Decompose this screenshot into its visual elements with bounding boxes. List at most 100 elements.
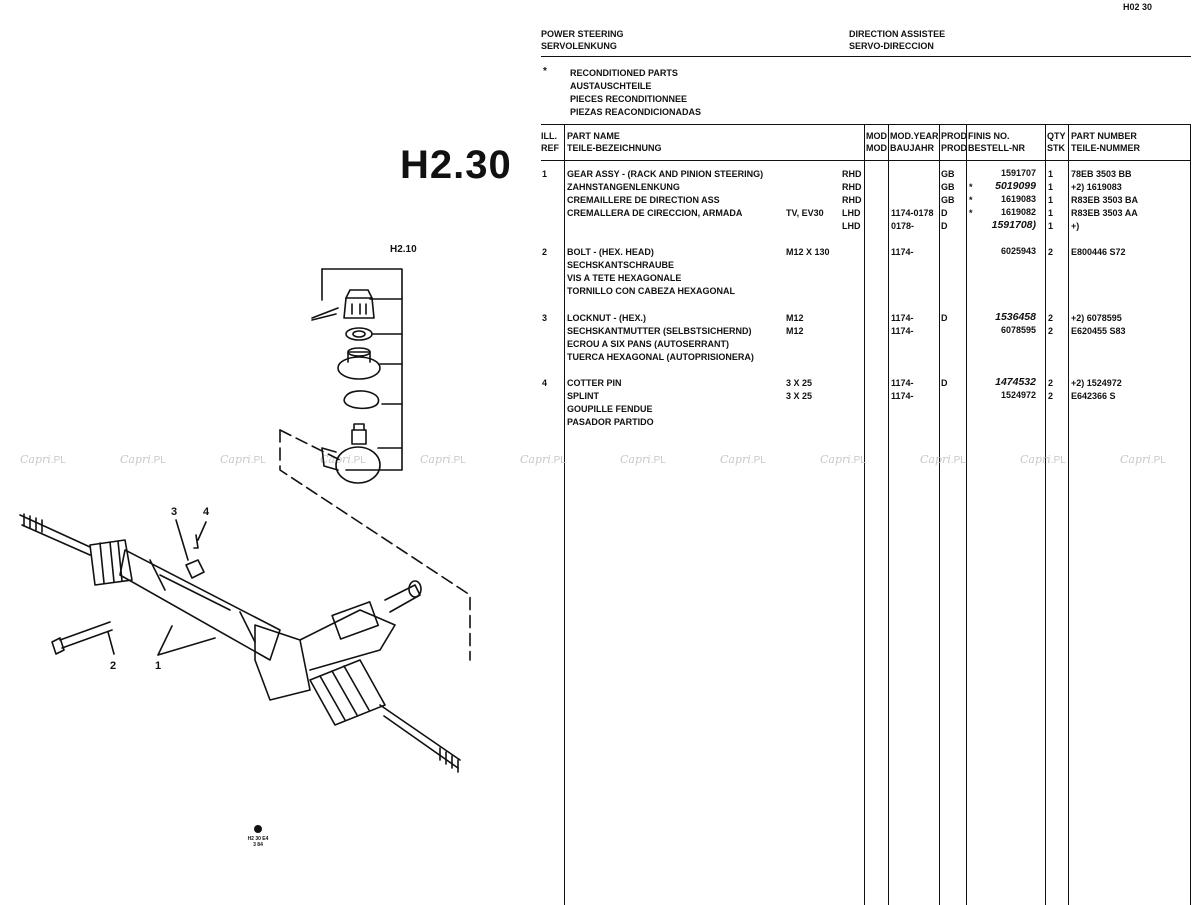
part-drive-side: LHD <box>842 208 861 218</box>
part-drive-side: RHD <box>842 182 862 192</box>
col-part-name-en: PART NAME <box>567 131 620 141</box>
part-spec: TV, EV30 <box>786 208 824 218</box>
watermark-script: Capri <box>820 453 851 466</box>
figure-footer-line-2: 3 84 <box>253 842 263 848</box>
figure-footer-line-1: H2 30 E4 <box>247 836 269 842</box>
part-number: E642366 S <box>1071 391 1116 401</box>
reconditioned-star: * <box>969 195 973 205</box>
watermark-script: Capri <box>520 453 551 466</box>
col-ill-ref-en: ILL. <box>541 131 557 141</box>
col-divider <box>1190 125 1191 905</box>
part-name-line: VIS A TETE HEXAGONALE <box>567 273 682 283</box>
part-number: +2) 6078595 <box>1071 313 1122 323</box>
col-prod: PROD PROD <box>941 130 967 154</box>
part-finis-number: 5019099 <box>995 180 1036 192</box>
part-drive-side: RHD <box>842 169 862 179</box>
part-name-line: SECHSKANTMUTTER (SELBSTSICHERND) <box>567 326 752 336</box>
ball-joint-stud <box>351 429 367 445</box>
table-top-rule <box>541 124 1191 125</box>
part-number: E620455 S83 <box>1071 326 1126 336</box>
col-mod-year-de: BAUJAHR <box>890 143 935 153</box>
watermark-suffix: .PL <box>1050 455 1066 466</box>
watermark: Capri.PL <box>820 453 866 466</box>
part-name-line: TORNILLO CON CABEZA HEXAGONAL <box>567 286 735 296</box>
recon-line-de: AUSTAUSCHTEILE <box>570 81 652 91</box>
tie-rod-left <box>19 514 91 548</box>
title-en-de: POWER STEERING SERVOLENKUNG <box>541 28 624 52</box>
title-de: SERVOLENKUNG <box>541 41 617 51</box>
watermark: Capri.PL <box>1020 453 1066 466</box>
part-name-line: SECHSKANTSCHRAUBE <box>567 260 675 270</box>
part-prod: GB <box>941 182 955 192</box>
watermark-script: Capri <box>20 453 51 466</box>
part-qty: 1 <box>1048 208 1054 218</box>
part-name-line: BOLT - (HEX. HEAD) <box>567 247 654 257</box>
watermark-script: Capri <box>920 453 951 466</box>
reconditioned-star: * <box>969 182 973 192</box>
part-finis-number: 1524972 <box>1000 390 1036 400</box>
part-qty: 2 <box>1048 378 1054 388</box>
seal-shape <box>337 356 381 380</box>
part-ref: 2 <box>542 247 548 257</box>
part-drive-side: RHD <box>842 195 862 205</box>
part-spec: M12 <box>786 313 804 323</box>
col-part-name: PART NAME TEILE-BEZEICHNUNG <box>567 130 662 154</box>
watermark: Capri.PL <box>920 453 966 466</box>
watermark-suffix: .PL <box>50 455 66 466</box>
watermark-script: Capri <box>1020 453 1051 466</box>
part-name-line: PASADOR PARTIDO <box>567 417 654 427</box>
watermark-suffix: .PL <box>450 455 466 466</box>
watermark-suffix: .PL <box>750 455 766 466</box>
watermark: Capri.PL <box>420 453 466 466</box>
watermark-suffix: .PL <box>350 455 366 466</box>
watermark-script: Capri <box>720 453 751 466</box>
col-prod-en: PROD <box>941 131 968 141</box>
reconditioned-legend: RECONDITIONED PARTS AUSTAUSCHTEILE PIECE… <box>570 67 701 119</box>
watermark-suffix: .PL <box>850 455 866 466</box>
recon-line-en: RECONDITIONED PARTS <box>570 68 678 78</box>
part-mod-year: 1174-0178 <box>891 208 934 218</box>
col-finis: FINIS NO. BESTELL-NR <box>968 130 1025 154</box>
part-name-line: GOUPILLE FENDUE <box>567 404 653 414</box>
watermark-script: Capri <box>1120 453 1151 466</box>
col-mod-year: MOD.YEAR BAUJAHR <box>890 130 939 154</box>
watermark: Capri.PL <box>320 453 366 466</box>
part-ref: 4 <box>542 378 548 388</box>
col-qty-de: STK <box>1047 143 1065 153</box>
part-name-line: TUERCA HEXAGONAL (AUTOPRISIONERA) <box>567 352 754 362</box>
cotter-pin-shape <box>311 307 339 321</box>
watermark: Capri.PL <box>120 453 166 466</box>
part-finis-number: 1591708) <box>991 219 1036 231</box>
col-part-number-en: PART NUMBER <box>1071 131 1137 141</box>
watermark-suffix: .PL <box>250 455 266 466</box>
part-mod-year: 1174- <box>891 247 914 257</box>
watermark: Capri.PL <box>520 453 566 466</box>
col-part-name-de: TEILE-BEZEICHNUNG <box>567 143 662 153</box>
watermark-suffix: .PL <box>550 455 566 466</box>
watermark: Capri.PL <box>1120 453 1166 466</box>
watermark-suffix: .PL <box>650 455 666 466</box>
part-qty: 1 <box>1048 195 1054 205</box>
col-ill-ref: ILL. REF <box>541 130 559 154</box>
part-name-line: ZAHNSTANGENLENKUNG <box>567 182 680 192</box>
watermark: Capri.PL <box>620 453 666 466</box>
watermark-script: Capri <box>320 453 351 466</box>
callout-2: 2 <box>110 660 117 672</box>
watermark: Capri.PL <box>720 453 766 466</box>
part-prod: D <box>941 378 948 388</box>
col-divider <box>1045 125 1046 905</box>
header-rule <box>541 56 1191 57</box>
part-mod-year: 1174- <box>891 391 914 401</box>
col-qty-en: QTY <box>1047 131 1066 141</box>
exploded-diagram <box>19 268 471 833</box>
part-spec: M12 <box>786 326 804 336</box>
part-name-line: ECROU A SIX PANS (AUTOSERRANT) <box>567 339 730 349</box>
reconditioned-marker: * <box>543 66 547 77</box>
title-fr: DIRECTION ASSISTEE <box>849 29 946 39</box>
callout-3: 3 <box>171 506 178 518</box>
part-qty: 2 <box>1048 313 1054 323</box>
col-divider <box>864 125 865 905</box>
watermark-script: Capri <box>620 453 651 466</box>
part-finis-number: 6078595 <box>1000 325 1036 335</box>
watermark: Capri.PL <box>220 453 266 466</box>
